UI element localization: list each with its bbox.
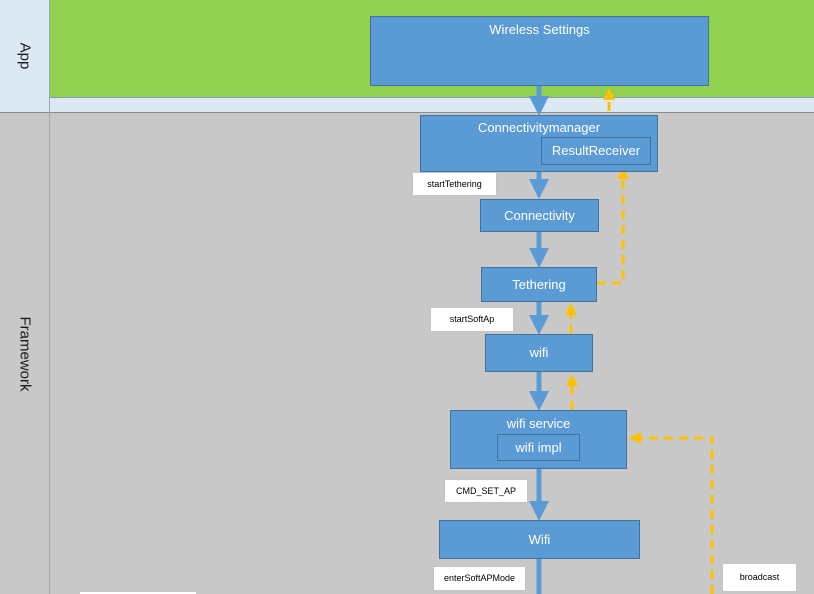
wifi-service-box: wifi service wifi impl	[450, 410, 627, 469]
resultreceiver-label: ResultReceiver	[551, 143, 641, 158]
wifi-box: wifi	[485, 334, 593, 372]
connectivitymanager-label: Connectivitymanager	[477, 120, 601, 135]
app-lane-bottom-strip	[50, 97, 814, 112]
wireless-settings-box: Wireless Settings	[370, 16, 709, 86]
broadcast-note: broadcast	[722, 563, 797, 592]
start-soft-ap-note: startSoftAp	[430, 307, 514, 332]
connectivity-label: Connectivity	[504, 208, 575, 223]
tethering-box: Tethering	[481, 267, 597, 302]
wifi-label: wifi	[529, 345, 549, 360]
framework-lane-header: Framework	[0, 112, 50, 594]
wireless-settings-label: Wireless Settings	[489, 22, 590, 37]
bottom-edge-stub	[80, 592, 196, 594]
callback-broadcast-to-wifi-impl	[629, 432, 714, 594]
resultreceiver-box: ResultReceiver	[541, 137, 651, 165]
wifi-impl-label: wifi impl	[515, 440, 562, 455]
wifi-service-label: wifi service	[506, 416, 571, 431]
tethering-label: Tethering	[512, 277, 566, 292]
connectivitymanager-box: Connectivitymanager ResultReceiver	[420, 115, 658, 172]
enter-soft-ap-mode-note: enterSoftAPMode	[433, 566, 526, 591]
callback-tethering-to-resultreceiver	[597, 167, 629, 285]
wifi-native-box: Wifi	[439, 520, 640, 559]
wifi-native-label: Wifi	[528, 532, 551, 547]
cmd-set-ap-note: CMD_SET_AP	[444, 479, 528, 503]
connectivity-box: Connectivity	[480, 199, 599, 232]
app-lane-header: App	[0, 0, 50, 112]
start-tethering-note: startTethering	[412, 172, 497, 196]
wifi-impl-box: wifi impl	[497, 434, 580, 461]
